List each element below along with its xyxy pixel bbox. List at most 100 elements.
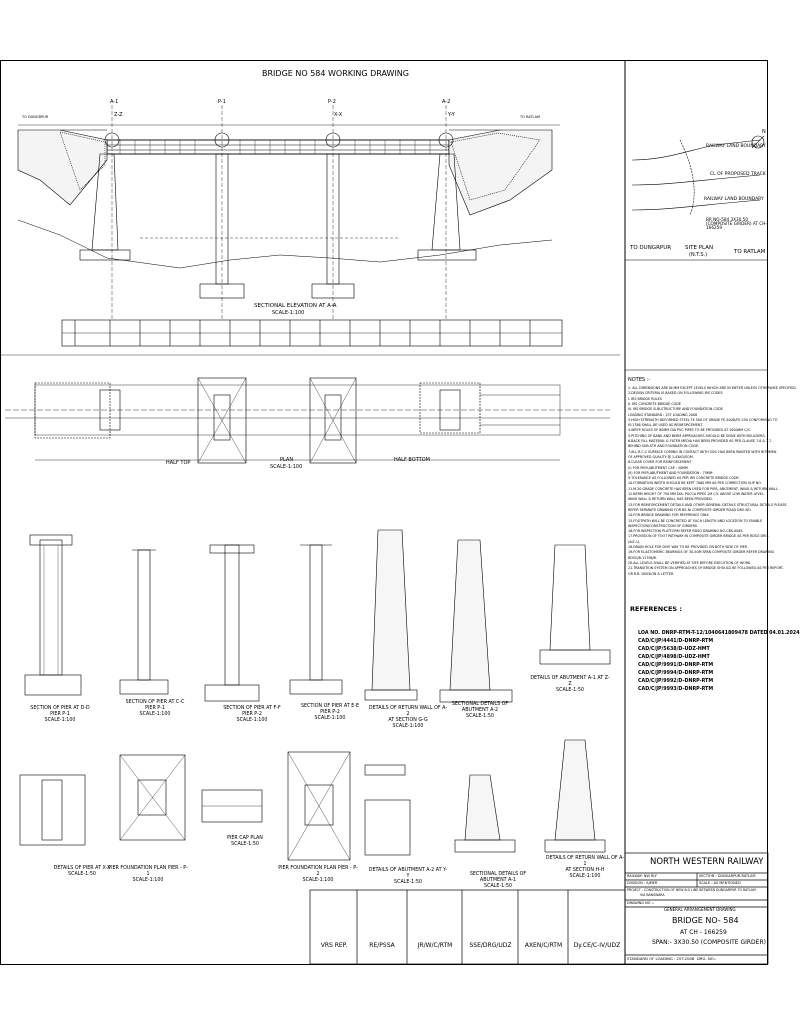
tb-section: SECTION : DUNGARPUR-RATLAM [699,874,756,878]
site-plan-to-left: TO DUNGRPUR [630,245,672,251]
reference-line: CAD/C/JP/4441/D-DNRP-RTM [638,639,714,644]
sheet-border [0,60,768,965]
site-plan-to-right: TO RATLAM [734,249,766,255]
site-plan-subtitle: (N.T.S.) [689,252,708,258]
notes-line: (ALT-1). [628,539,641,544]
signature-re-pssa: RE/PSSA [369,942,395,949]
notes-line: 16.FOR INSPECTION PLATFORM REFER RDSO DR… [628,529,744,534]
grid-marker-a1: A-1 [110,99,119,105]
notes-line: 7.ALL R.C.C SURFACE COMING IN CONTACT WI… [628,449,778,454]
signature-axen-c-rtm: AXEN/C/RTM [524,942,563,949]
notes-line: REFER SEPARATE DRAWING FOR BS-NI COMPOSI… [628,507,752,512]
site-plan-label-3: RAILWAY LAND BOUNDARY [704,197,764,202]
tb-division: DIVISION : AJMER [627,881,658,885]
notes-line: I. IRS BRIDGE RULES [628,396,662,401]
notes-line: 8.CLEAR COVER FOR REINFORCEMENT [628,460,692,465]
notes-line: BEHIND SUB-STR AND FOUNDATION CODE. [628,444,700,449]
detail-caption-sub: PIER P-1 [50,712,70,717]
detail-caption-sub: AT SECTION H-H [565,868,605,873]
notes-line: 15.FOOTPATH WILL BE CONCRETED AT SUCH LE… [628,518,763,523]
sectional-elevation [0,105,620,356]
grid-marker-p1: P-1 [218,99,226,105]
tb-drg-no: DRG. NO:- [697,956,717,961]
detail-caption-title: DETAILS OF ABUTMENT A-2 AT Y-Y [368,868,448,879]
detail-caption-sub: PIER P-1 [145,706,165,711]
details-row2-linework [19,739,606,861]
signature-sse-drg-udz: SSE/DRG/UDZ [469,942,512,949]
notes-line: 3.HIGH STRENGTH DEFORMED STEEL FE 500 OF… [628,417,778,422]
plan-title: PLAN [280,457,294,463]
plan-half-bottom: HALF BOTTOM [394,457,430,463]
reference-line: CAD/C/JP/9993/D-DNRP-RTM [638,687,714,692]
tb-project-2: VIA BANSWARA [640,893,665,897]
notes-line: WING WALL & RETURN WALL HAS BEEN PROVIDE… [628,497,713,502]
detail-caption-title: DETAILS OF ABUTMENT A-1 AT Z-Z [530,676,610,687]
notes-line: 17.PROVISION OF FOOT PATHWAY IN COMPOSIT… [628,534,769,539]
detail-caption-sub: PIER P-2 [242,712,262,717]
site-plan-title: SITE PLAN [685,245,714,251]
detail-caption-scale: SCALE-1:100 [392,724,424,729]
notes-line: 6.BACK FILL MATERIAL & FILTER MEDIA HAS … [628,439,773,443]
title-block-lines [309,852,769,965]
tb-chainage: AT CH - 166259 [680,929,727,936]
detail-caption-scale: SCALE-1:100 [302,878,334,883]
detail-caption-title: SECTION OF PIER AT C-C [125,700,185,705]
notes-line: 5.PITCHING OF BANK AND BERM APPROACHES S… [628,433,766,438]
detail-caption-scale: SCALE-1:50 [466,714,494,719]
plan-scale: SCALE-1:100 [270,464,303,470]
detail-caption-scale: SCALE-1:50 [556,688,584,693]
plan-half-top: HALF TOP [166,460,191,466]
tb-drawing-type: GENERAL ARRANGEMENT DRAWING [664,907,736,912]
detail-caption-scale: SCALE-1:100 [314,716,346,721]
tb-project: PROJECT : CONSTRUCTION OF NEW B.G LINE B… [627,888,756,892]
detail-caption-title: DETAILS OF RETURN WALL OF A-2 [368,706,448,717]
notes-line: 18.DRAIN HOLE FOR DIVE WAY TO BE PROVIDE… [628,545,748,549]
detail-caption-title: SECTIONAL DETAILS OF ABUTMENT A-2 [451,702,509,713]
signature-vrs-rep: VRS REP. [320,942,348,949]
drawing-linework [0,60,769,965]
detail-caption-scale: SCALE-1:100 [236,718,268,723]
railway-name: NORTH WESTERN RAILWAY [650,857,764,867]
grid-marker-p2: P-2 [328,99,336,105]
reference-line: LOA NO. DNRP-RTM-T-12/1040641809478 DATE… [638,631,800,636]
notes-line: 21.TRANSITION SYSTEM ON APPROACHES OF BR… [628,566,784,571]
detail-caption-scale: SCALE-1:100 [44,718,76,723]
notes-line: 2.DESIGN CRITERIA IS BASED ON FOLLOWING … [628,391,723,396]
section-marker-z: Z-Z [114,112,123,118]
site-plan-label-1: RAILWAY LAND BOUNDARY [706,144,766,149]
site-plan-label-4: BR NO-584 3X30.50 (COMPOSITE GIRDER) AT … [706,217,767,231]
detail-caption-title: SECTION OF PIER AT E-E [300,704,360,709]
notes-line: RDSO/B-11796/R. [628,555,657,560]
signature-dy-ce: Dy.CE/C-IV/UDZ [573,942,621,949]
notes-line: IS:1786 SHALL BE USED AS REINFORCEMENT. [628,423,704,428]
notes-line: 10.FORMATION WIDTH SHOULD BE KEPT 7060 M… [628,481,762,486]
signature-jr-w-c-rtm: JR/W/C/RTM [417,942,453,949]
notes-line: 1. ALL DIMENSIONS ARE IN MM EXCEPT LEVEL… [628,386,797,390]
notes-line: 20.ALL LEVELS SHALL BE VERIFIED AT SITE … [628,560,752,565]
detail-caption-title: PIER CAP PLAN [227,836,263,841]
detail-caption-title: SECTION OF PIER AT F-F [223,706,281,711]
detail-caption-scale: SCALE-1:100 [139,712,171,717]
notes-line: 12.BERM HEIGHT OF 750 MM DIA. PUCCA PIPE… [628,492,765,496]
details-row1-linework [24,529,611,703]
main-title: BRIDGE NO 584 WORKING DRAWING [262,69,409,78]
reference-line: CAD/C/JP/9991/D-DNRP-RTM [638,663,714,668]
notes-line: INSPECTION/CONSTRUCTION OF GIRDERS. [628,523,699,528]
reference-line: CAD/C/JP/4898/D-UDZ-HMT [638,655,710,660]
detail-caption-title: PIER FOUNDATION PLAN PIER - P-2 [278,866,358,877]
detail-caption-title: PIER FOUNDATION PLAN PIER - P-1 [108,866,188,877]
notes-line: 9.TOLERANCE AS FOLLOWED AS PER IRS CONCR… [628,476,740,481]
notes-line: (I) FOR PIER,ABUTMENT CAP : 50MM [628,465,688,470]
notes-line: III. IRS BRIDGE SUB-STRUCTURE AND FOUNDA… [628,407,723,412]
elevation-title: SECTIONAL ELEVATION AT A-A [254,303,337,309]
section-marker-x: X-X [334,112,343,118]
